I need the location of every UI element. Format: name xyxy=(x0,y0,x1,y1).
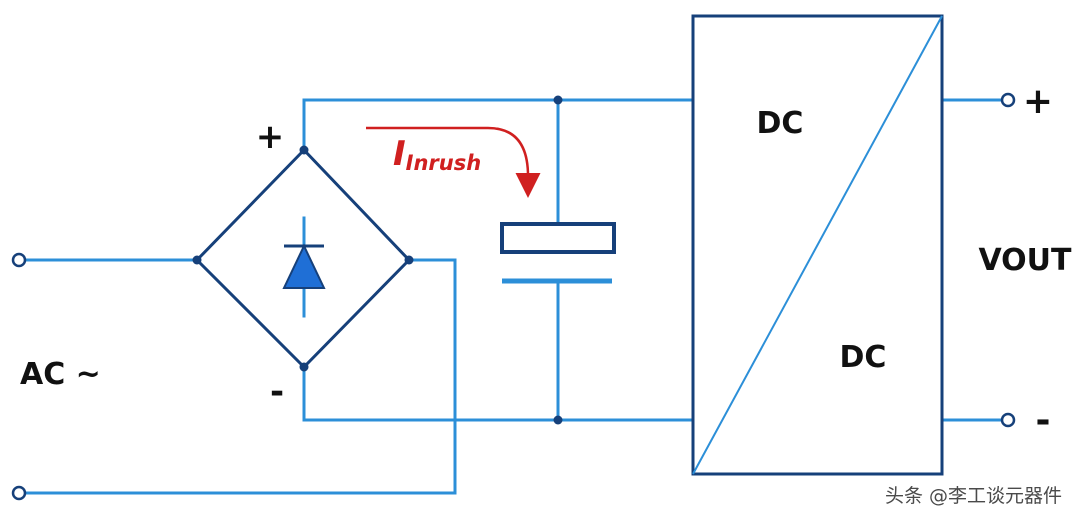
inrush-current-symbol: I xyxy=(393,134,406,174)
junction-bridge-left xyxy=(192,255,202,265)
junction-capacitor-bottom xyxy=(553,415,563,425)
output-voltage-label: VOUT xyxy=(978,243,1072,278)
junction-bridge-right xyxy=(404,255,414,265)
output-plus-label: + xyxy=(1023,81,1053,122)
negative-rail-wire xyxy=(302,365,695,422)
output-terminal-positive xyxy=(1000,92,1016,108)
inrush-current-arrow xyxy=(366,126,541,198)
positive-rail-wire xyxy=(302,98,695,152)
diode-icon xyxy=(282,243,326,289)
ac-terminal-bottom xyxy=(11,485,27,501)
ac-input-bottom-wire xyxy=(20,258,457,495)
junction-bridge-top xyxy=(299,145,309,155)
inrush-current-subscript: Inrush xyxy=(406,151,482,175)
capacitor-positive-plate xyxy=(500,222,616,254)
junction-capacitor-top xyxy=(553,95,563,105)
bridge-plus-label: + xyxy=(256,117,285,157)
converter-output-label: DC xyxy=(840,340,887,375)
inrush-current-label: IInrush xyxy=(393,134,481,175)
ac-input-label: AC ~ xyxy=(20,357,101,392)
converter-diagonal xyxy=(692,15,943,475)
ac-terminal-top xyxy=(11,252,27,268)
watermark-text: 头条 @李工谈元器件 xyxy=(885,485,1062,507)
bridge-minus-label: - xyxy=(270,372,284,412)
output-minus-label: - xyxy=(1036,400,1051,441)
output-terminal-negative xyxy=(1000,412,1016,428)
junction-bridge-bottom xyxy=(299,362,309,372)
converter-input-label: DC xyxy=(757,106,804,141)
